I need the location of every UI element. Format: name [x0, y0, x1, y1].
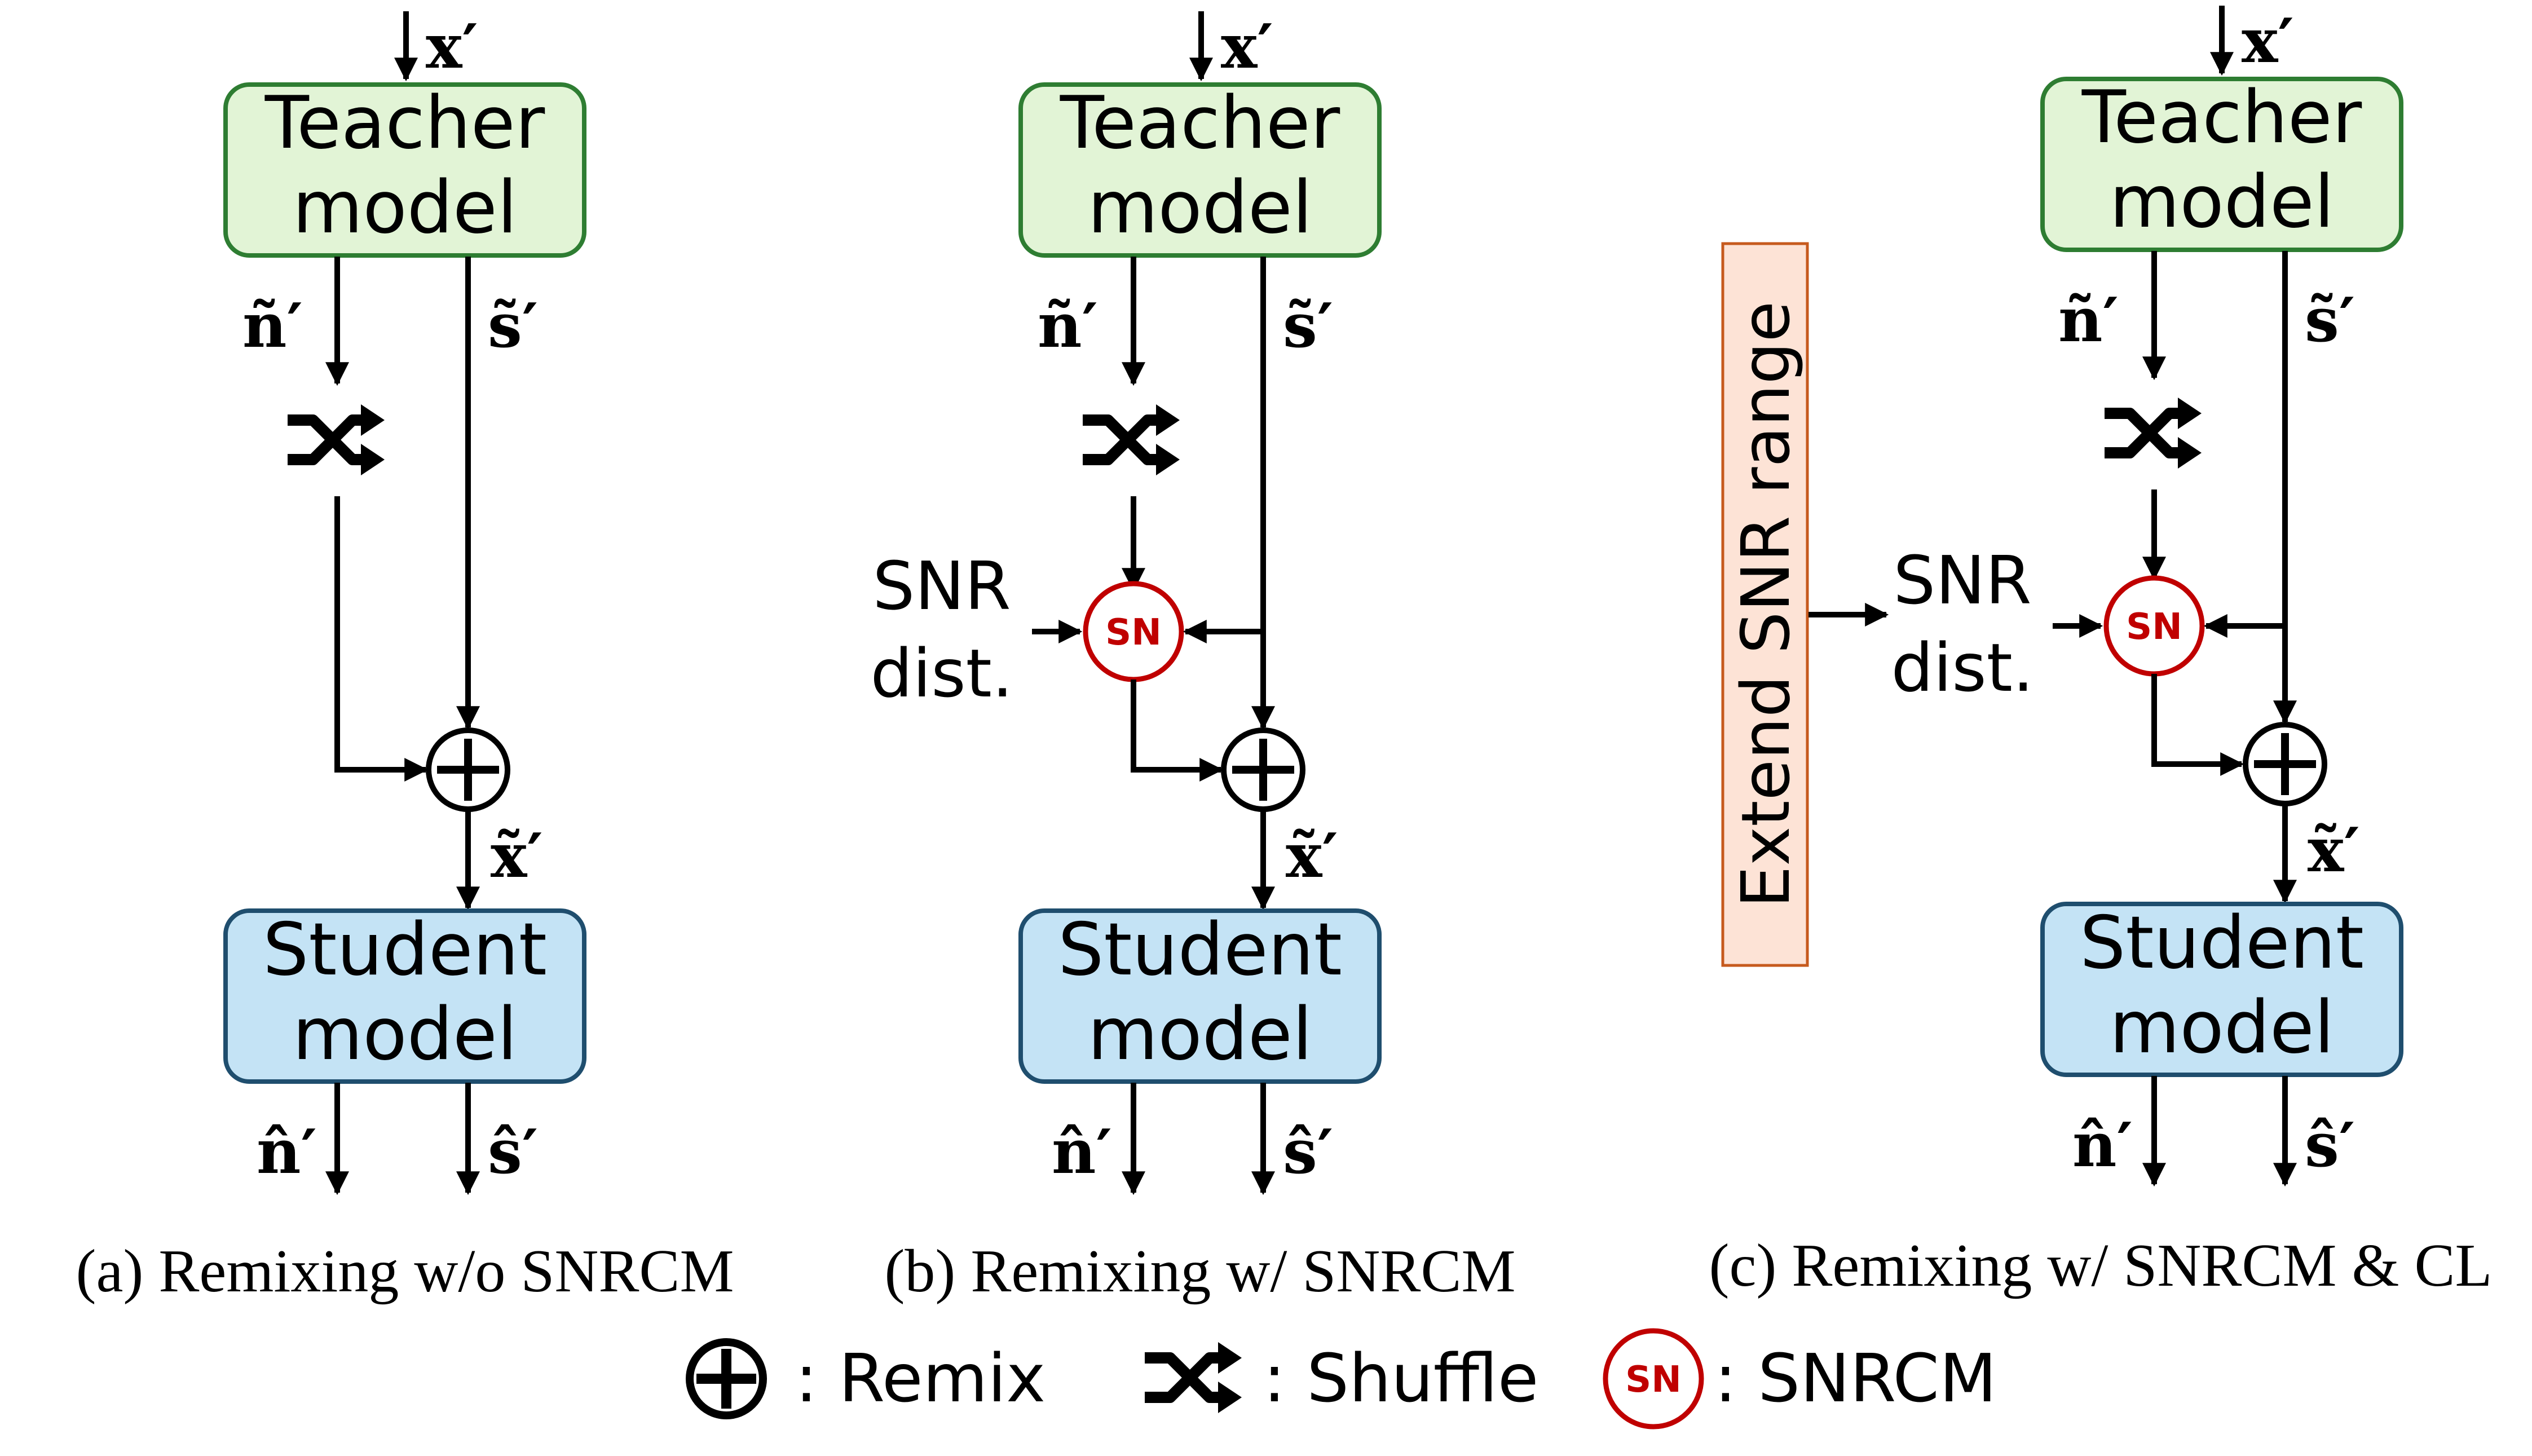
teacher-model-box: [2040, 77, 2403, 252]
student-label-line2: model: [293, 992, 518, 1076]
shuffle-icon: [288, 404, 385, 475]
input-label: x′: [2242, 6, 2294, 77]
noise-label: ñ′: [1038, 290, 1098, 361]
caption-c: (c) Remixing w/ SNRCM & CL: [1709, 1232, 2492, 1299]
out-noise-label: n̂′: [1052, 1117, 1112, 1188]
teacher-model-box: [223, 82, 586, 258]
teacher-model-box: [1018, 82, 1382, 258]
snrcm-icon: [1603, 1328, 1704, 1429]
snr-dist-line1: SNR: [1893, 541, 2031, 619]
speech-label: s̃′: [2305, 285, 2355, 356]
input-label: x′: [1221, 11, 1273, 82]
scaled-noise-path: [1131, 680, 1224, 782]
legend-shuffle-label: : Shuffle: [1263, 1339, 1538, 1417]
student-label-line2: model: [1088, 992, 1313, 1076]
teacher-label-line2: model: [1088, 166, 1313, 250]
input-label: x′: [426, 11, 478, 82]
snr-dist-line2: dist.: [1891, 629, 2034, 707]
remixed-label: x̃′: [2308, 815, 2360, 886]
out-noise-label: n̂′: [2072, 1110, 2133, 1181]
snr-dist-line1: SNR: [872, 547, 1011, 625]
student-label-line2: model: [2110, 986, 2335, 1070]
extend-snr-range-box: [1721, 242, 1809, 967]
legend-snrcm-label: : SNRCM: [1714, 1339, 1997, 1417]
panel-a: x′ Teacher model ñ′ s̃′ x̃′ Student mode…: [76, 11, 734, 1305]
snr-dist-line2: dist.: [871, 634, 1013, 712]
teacher-label-line2: model: [293, 166, 518, 250]
shuffle-icon: [2105, 398, 2202, 469]
teacher-label-line1: Teacher: [1060, 81, 1340, 165]
legend-snrcm-icon-label: SN: [1625, 1359, 1682, 1401]
extend-snr-range-label: Extend SNR range: [1727, 301, 1805, 908]
shuffle-icon: [1083, 404, 1180, 475]
noise-label: ñ′: [2058, 285, 2119, 356]
remixed-label: x̃′: [1286, 820, 1338, 892]
snrcm-label: SN: [1105, 612, 1162, 654]
out-noise-label: n̂′: [257, 1117, 317, 1188]
student-model-box: [223, 908, 586, 1084]
legend-remix-label: : Remix: [795, 1339, 1046, 1417]
teacher-label-line1: Teacher: [2081, 76, 2362, 160]
out-speech-label: ŝ′: [1283, 1117, 1333, 1188]
shuffled-noise-path: [334, 496, 429, 782]
shuffle-icon: [1145, 1342, 1242, 1413]
panel-c: Extend SNR range x′ Teacher model ñ′ s̃′…: [1709, 6, 2493, 1299]
panel-b: x′ Teacher model ñ′ s̃′ SNR dist. SN x̃′…: [871, 11, 1516, 1305]
student-label-line1: Student: [1058, 908, 1342, 992]
student-label-line1: Student: [2080, 901, 2364, 985]
scaled-noise-path: [2151, 674, 2244, 776]
teacher-label-line2: model: [2110, 160, 2335, 244]
caption-b: (b) Remixing w/ SNRCM: [884, 1238, 1515, 1305]
out-speech-label: ŝ′: [488, 1117, 538, 1188]
speech-label: s̃′: [488, 290, 538, 361]
noise-label: ñ′: [242, 290, 303, 361]
out-speech-label: ŝ′: [2305, 1110, 2355, 1181]
caption-a: (a) Remixing w/o SNRCM: [76, 1238, 734, 1305]
teacher-label-line1: Teacher: [264, 81, 545, 165]
student-model-box: [1018, 908, 1382, 1084]
remixed-label: x̃′: [491, 820, 543, 892]
student-label-line1: Student: [263, 908, 547, 992]
speech-label: s̃′: [1283, 290, 1333, 361]
snrcm-label: SN: [2126, 606, 2182, 648]
legend: : Remix : Shuffle SN : SNRCM: [686, 1328, 1997, 1429]
student-model-box: [2040, 902, 2403, 1077]
